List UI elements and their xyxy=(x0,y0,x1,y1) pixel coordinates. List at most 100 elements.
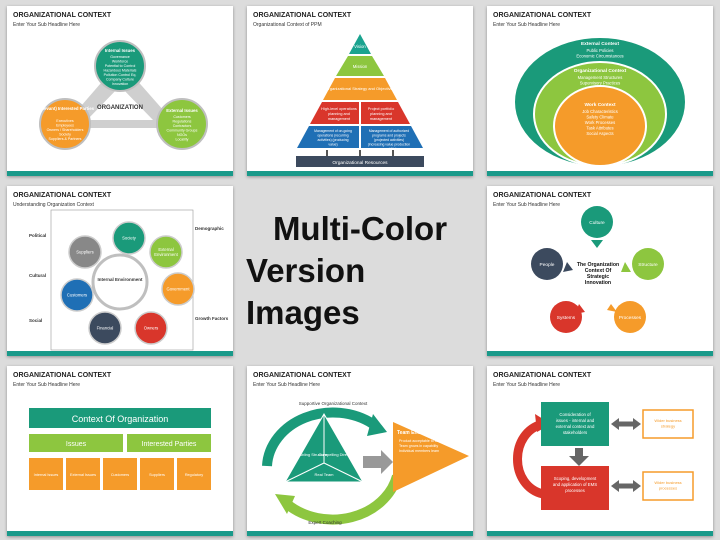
corner-political: Political xyxy=(29,233,46,238)
tile-bar xyxy=(7,171,233,176)
environment-node-label: Financial xyxy=(97,326,114,331)
label-line: Team grows in capability xyxy=(399,444,438,448)
label-line: NGOs xyxy=(177,133,187,137)
corner-social: Social xyxy=(29,318,42,323)
label-line: Hazardous Materials xyxy=(104,69,137,73)
issues-label: Issues xyxy=(66,441,87,448)
label-line: (increasing value production xyxy=(368,143,411,147)
table-header: Context Of Organization xyxy=(72,414,169,424)
supportive-context-label: Supportive Organizational Context xyxy=(299,401,368,406)
strategy-label: Organizational Strategy and Objectives xyxy=(325,86,394,91)
environment-node-label: External xyxy=(158,247,173,252)
tile-ppm-pyramid[interactable]: ORGANIZATIONAL CONTEXT Organizational Co… xyxy=(247,6,473,176)
label-line: activities) (producing xyxy=(317,138,348,142)
label-line: Employees xyxy=(56,124,74,128)
external-context-title: External Context xyxy=(581,41,620,47)
work-context-title: Work Context xyxy=(584,102,615,108)
tile-subtitle: Enter Your Sub Headline Here xyxy=(493,22,560,28)
label-line: Work Processes xyxy=(585,120,615,125)
org-context-title: Organizational Context xyxy=(574,68,627,74)
tile-bar xyxy=(7,351,233,356)
mission-label: Mission xyxy=(353,64,368,69)
tile-subtitle: Enter Your Sub Headline Here xyxy=(493,202,560,208)
tile-title: ORGANIZATIONAL CONTEXT xyxy=(13,372,112,379)
interested-parties-label: Interested Parties xyxy=(142,441,197,448)
label-line: Product acceptable to customer xyxy=(399,439,450,443)
label-line: Management of authorized xyxy=(369,129,409,133)
environment-node-label: Customers xyxy=(67,293,87,298)
enabling-structure-label: Enabling Structure xyxy=(295,452,329,457)
label-line: Management Structures xyxy=(578,75,623,80)
tile-organization-triangle[interactable]: ORGANIZATIONAL CONTEXT Enter Your Sub He… xyxy=(7,6,233,176)
real-team-label: Real Team xyxy=(314,472,334,477)
center-heading: Multi-Color Version Images xyxy=(246,186,474,356)
label-line: Company Culture xyxy=(106,78,134,82)
innovation-node-label: Systems xyxy=(557,315,576,321)
innovation-node xyxy=(550,301,582,333)
label-line: Regulations xyxy=(173,120,192,124)
table-cell-label: External Issues xyxy=(70,473,96,477)
team-cycle: Supportive Organizational Context Enabli… xyxy=(262,401,469,525)
label-line: Management of on-going xyxy=(314,129,352,133)
internal-env-label: Internal Environment xyxy=(97,277,143,282)
tile-nested-context[interactable]: ORGANIZATIONAL CONTEXT Enter Your Sub He… xyxy=(487,6,713,176)
tile-context-table[interactable]: ORGANIZATIONAL CONTEXT Enter Your Sub He… xyxy=(7,366,233,536)
label-line: Social Aspects xyxy=(586,131,613,136)
environment-node-label: Environment xyxy=(154,252,178,257)
corner-cultural: Cultural xyxy=(29,273,46,278)
tile-bar xyxy=(247,171,473,176)
label-line: Supervisory Practices xyxy=(580,81,621,86)
tile-subtitle: Understanding Organization Context xyxy=(13,202,94,208)
tile-subtitle: Organizational Context of PPM xyxy=(253,22,322,28)
label-line: Governance xyxy=(110,55,130,59)
environment-ring: Internal Environment SocietyExternalEnvi… xyxy=(29,209,229,351)
label-line: planning and xyxy=(328,112,350,116)
label-line: management xyxy=(370,117,393,121)
tile-subtitle: Enter Your Sub Headline Here xyxy=(13,382,80,388)
label-line: strategy xyxy=(661,424,675,429)
innovation-node-label: Culture xyxy=(589,220,605,226)
label-line: Individual members learn xyxy=(399,449,439,453)
center-line-2: Version Images xyxy=(246,252,366,331)
triangle-diagram: ORGANIZATION Internal Issues GovernanceW… xyxy=(36,40,208,150)
label-line: capability) xyxy=(381,147,396,151)
label-line: Safety Climate xyxy=(586,115,614,120)
table-cell-label: Internal Issues xyxy=(34,473,59,477)
table-cell xyxy=(29,458,63,490)
table-cell-label: Regulatory xyxy=(185,473,203,477)
tile-understanding-context[interactable]: ORGANIZATIONAL CONTEXT Understanding Org… xyxy=(7,186,233,356)
label-line: external context and xyxy=(556,424,595,429)
environment-nodes: SocietyExternalEnvironmentGovernmentOwne… xyxy=(60,221,195,345)
table-cell xyxy=(66,458,100,490)
org-resources-label: Organizational Resources xyxy=(332,160,388,166)
environment-node xyxy=(161,272,195,306)
context-table: Context Of Organization Issues Intereste… xyxy=(29,408,211,490)
tile-team-effectiveness[interactable]: ORGANIZATIONAL CONTEXT Enter Your Sub He… xyxy=(247,366,473,536)
table-cell xyxy=(103,458,137,490)
tile-title: ORGANIZATIONAL CONTEXT xyxy=(253,12,352,19)
tile-strategic-innovation[interactable]: ORGANIZATIONAL CONTEXT Enter Your Sub He… xyxy=(487,186,713,356)
label-line: stakeholders xyxy=(563,430,587,435)
external-issues-lines: CustomersRegulationsContractorsCommunity… xyxy=(167,115,198,142)
innovation-node xyxy=(531,248,563,280)
innovation-node-label: Processes xyxy=(619,315,642,321)
table-cell xyxy=(140,458,174,490)
label-line: Wider business xyxy=(654,418,681,423)
table-cell-label: Suppliers xyxy=(149,473,165,477)
label-line: The Organization xyxy=(577,262,619,268)
environment-node xyxy=(88,311,122,345)
innovation-node-label: Structure xyxy=(638,262,658,268)
label-line: Pollution Control Eq. xyxy=(104,73,137,77)
label-line: Strategic xyxy=(587,274,609,280)
tile-ems-process[interactable]: ORGANIZATIONAL CONTEXT Enter Your Sub He… xyxy=(487,366,713,536)
expert-coaching-label: Expert Coaching xyxy=(308,520,342,525)
